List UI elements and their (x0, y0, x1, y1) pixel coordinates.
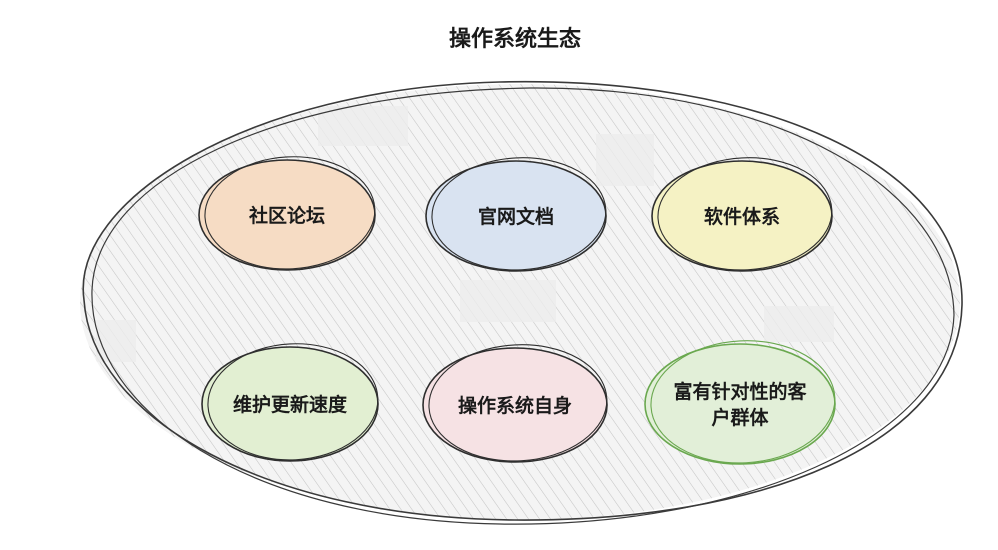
node-shape (644, 343, 836, 465)
node-sketch-stroke (431, 157, 607, 271)
node-label: 软件体系 (704, 205, 780, 228)
node-label: 富有针对性的客 (673, 380, 807, 403)
ecosystem-container (80, 80, 963, 525)
node-label: 官网文档 (478, 205, 554, 228)
node-sketch-stroke (204, 156, 376, 270)
node-sketch-stroke (650, 340, 836, 464)
node-label: 维护更新速度 (233, 393, 348, 416)
node-sketch-stroke (428, 344, 608, 462)
node-os-itself: 操作系统自身 (422, 344, 608, 463)
node-software-system: 软件体系 (651, 157, 833, 272)
node-label: 户群体 (711, 406, 769, 429)
node-label: 社区论坛 (248, 204, 325, 227)
node-sketch-stroke (207, 343, 379, 461)
node-update-speed: 维护更新速度 (201, 343, 379, 462)
node-sketch-stroke (657, 157, 833, 271)
node-community-forum: 社区论坛 (198, 156, 376, 271)
node-official-docs: 官网文档 (425, 157, 607, 272)
node-label: 操作系统自身 (458, 394, 572, 417)
diagram-title: 操作系统生态 (449, 26, 581, 52)
